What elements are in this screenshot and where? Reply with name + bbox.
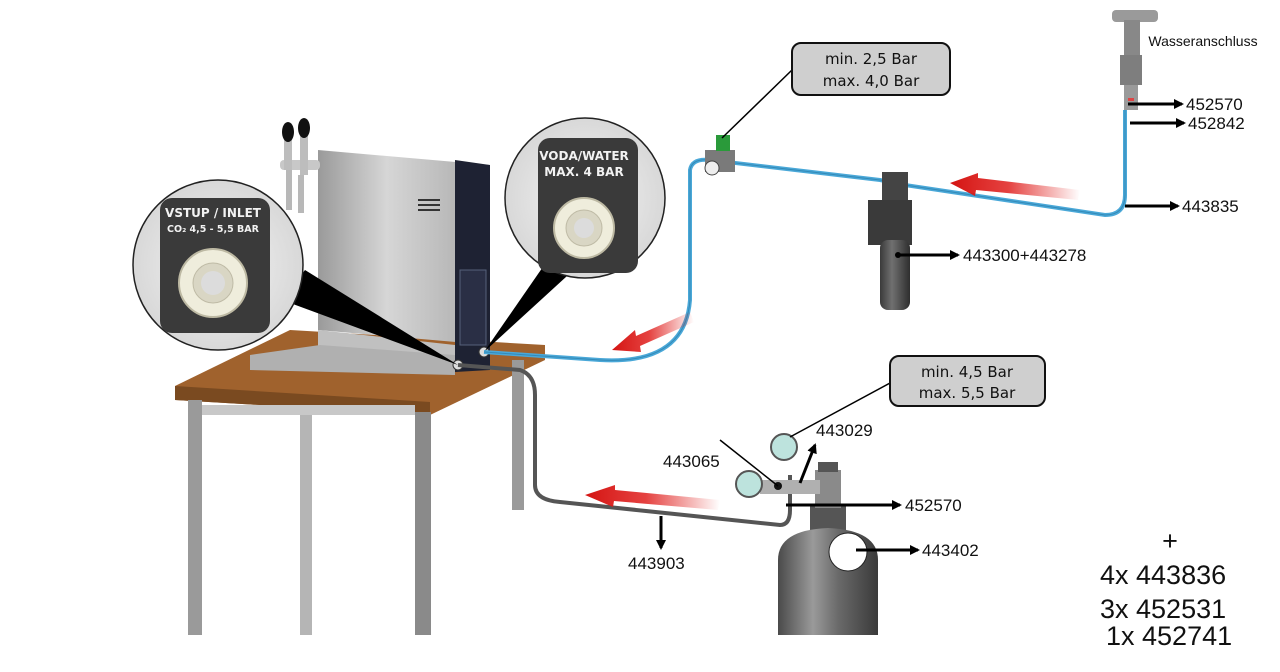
magnifier-water: VODA/WATER MAX. 4 BAR [504,117,666,279]
co2-pressure-callout: min. 4,5 Bar max. 5,5 Bar [889,355,1046,407]
water-pressure-callout: min. 2,5 Bar max. 4,0 Bar [791,42,951,96]
accessories-plus: + [1162,526,1178,556]
water-plate-line1: VODA/WATER [539,149,629,163]
flow-arrow-water-2 [612,312,694,352]
accessory-item: 3x 452531 [1100,594,1226,624]
inlet-plate-line1: VSTUP / INLET [165,206,262,220]
co2-bottle-part-label: 443402 [922,541,979,560]
water-connection-valve [1112,10,1158,110]
water-connection-label: Wasseranschluss [1148,33,1257,49]
inlet-plate-line2: CO₂ 4,5 - 5,5 BAR [167,224,260,235]
water-filter [868,172,912,310]
magnifier-inlet: VSTUP / INLET CO₂ 4,5 - 5,5 BAR [132,179,304,351]
water-pressure-regulator [704,135,735,176]
valve1-part-label: 452570 [1186,95,1243,114]
water-hose-part-label: 443835 [1182,197,1239,216]
bottle-seal-part-label: 452570 [905,496,962,515]
accessory-item: 1x 452741 [1106,621,1232,651]
accessories-list: + 4x 443836 3x 452531 1x 452741 [1100,526,1232,651]
flow-arrow-water-1 [950,173,1080,200]
reducer-leader [719,439,779,487]
co2-pressure-min: min. 4,5 Bar [921,363,1014,381]
gauge-part-label: 443029 [816,421,873,440]
co2-hose-part-label: 443903 [628,554,685,573]
table [175,330,545,635]
co2-line [457,363,792,528]
pressure-gauge-low [735,470,763,498]
water-plate-line2: MAX. 4 BAR [544,165,623,179]
filter-part-label: 443300+443278 [963,246,1086,265]
callout-leader-co2 [789,382,891,438]
cooler-unit [250,118,490,375]
pressure-gauge-high [770,433,798,461]
co2-pressure-max: max. 5,5 Bar [919,384,1016,402]
reducer-part-label: 443065 [663,452,720,471]
magnifier-pointer-inlet [282,270,458,365]
valve2-part-label: 452842 [1188,114,1245,133]
water-pressure-min: min. 2,5 Bar [825,50,918,68]
flow-arrow-co2 [585,485,720,510]
co2-bottle [778,462,878,635]
water-pressure-max: max. 4,0 Bar [823,72,920,90]
callout-leader-water [721,69,793,139]
gauge-arrow [798,443,817,484]
accessory-item: 4x 443836 [1100,560,1226,590]
